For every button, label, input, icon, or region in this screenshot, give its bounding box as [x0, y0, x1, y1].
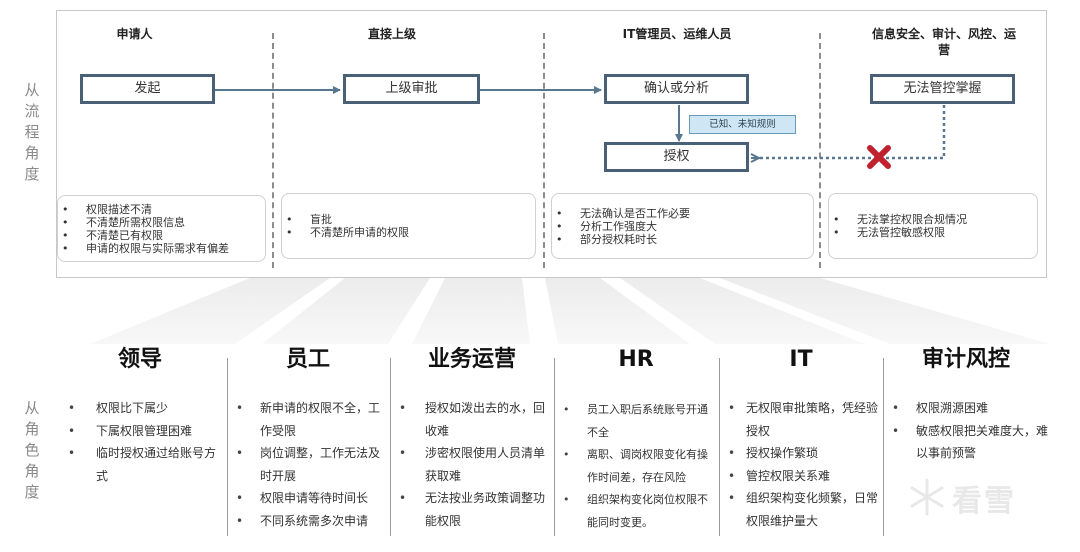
role-title: 业务运营 [427, 347, 516, 372]
role-divider [554, 358, 555, 536]
role-title: HR [618, 347, 654, 372]
role-column-hr: HR 员工入职后系统账号开通不全 离职、调岗权限变化有操作时间差，存在风险 组织… [555, 345, 717, 535]
role-column-it: IT 无权限审批策略，凭经验授权 授权操作繁琐 管控权限关系难 组织架构变化频繁… [720, 345, 882, 535]
blocked-cross-icon [867, 145, 891, 169]
role-title: 领导 [117, 347, 162, 372]
flow-connectors [215, 86, 946, 169]
dotted-connector [753, 105, 946, 160]
process-perspective-label: 从流程角度 [24, 81, 40, 183]
issue-item: 分析工作强度大 [556, 220, 690, 233]
role-item: 新申请的权限不全，工作受限 [236, 397, 388, 442]
applicant-issues-box: 权限描述不清 不清楚所需权限信息 不清楚已有权限 申请的权限与实际需求有偏差 [57, 195, 266, 262]
issue-item: 无法确认是否工作必要 [556, 207, 690, 220]
cannot-control-box: 无法管控掌握 [870, 74, 1015, 104]
role-title: IT [789, 347, 813, 372]
issue-item: 权限描述不清 [62, 203, 229, 216]
role-item: 涉密权限使用人员清单获取难 [399, 442, 553, 487]
initiate-box: 发起 [80, 74, 215, 104]
role-title: 审计风控 [921, 347, 1010, 372]
role-item: 权限申请等待时间长 [236, 487, 388, 510]
role-item: 敏感权限把关难度大，难以事前预警 [892, 420, 1048, 465]
role-item: 权限溯源困难 [892, 397, 1048, 420]
superior-issues-box: 盲批 不清楚所申请的权限 [281, 193, 536, 259]
issue-item: 不清楚所申请的权限 [286, 226, 409, 239]
issue-item: 不清楚已有权限 [62, 229, 229, 242]
superior-approval-box: 上级审批 [343, 74, 480, 104]
role-item: 临时授权通过给账号方式 [68, 442, 220, 487]
role-item: 员工入职后系统账号开通不全 [563, 399, 717, 444]
column-header-applicant: 申请人 [116, 27, 153, 41]
watermark-text: 看雪 [952, 484, 1016, 519]
issue-item: 部分授权耗时长 [556, 233, 690, 246]
role-item: 授权如泼出去的水，回收难 [399, 397, 553, 442]
role-divider [719, 358, 720, 536]
role-item: 组织架构变化频繁，日常权限维护量大 [728, 487, 882, 532]
role-item: 无权限审批策略，凭经验授权 [728, 397, 882, 442]
column-divider [543, 33, 545, 268]
role-column-employee: 员工 新申请的权限不全，工作受限 岗位调整，工作无法及时开展 权限申请等待时间长… [228, 345, 388, 535]
column-header-it-admin: IT管理员、运维人员 [622, 27, 732, 41]
role-divider [390, 358, 391, 536]
confirm-analyze-box: 确认或分析 [604, 74, 749, 104]
role-column-leader: 领导 权限比下属少 下属权限管理困难 临时授权通过给账号方式 [60, 345, 220, 535]
column-divider [272, 33, 274, 268]
issue-item: 无法掌控权限合规情况 [833, 213, 967, 226]
issue-item: 申请的权限与实际需求有偏差 [62, 242, 229, 255]
role-title: 员工 [285, 347, 330, 372]
role-divider [883, 358, 884, 536]
column-header-security-audit: 信息安全、审计、风控、运营 [871, 27, 1016, 57]
process-perspective-panel: 申请人 直接上级 IT管理员、运维人员 信息安全、审计、风控、运营 发 [56, 10, 1047, 278]
role-item: 权限比下属少 [68, 397, 220, 420]
security-issues-box: 无法掌控权限合规情况 无法管控敏感权限 [828, 193, 1038, 259]
role-column-business-ops: 业务运营 授权如泼出去的水，回收难 涉密权限使用人员清单获取难 无法按业务政策调… [391, 345, 553, 535]
role-item: 不同系统需多次申请 [236, 510, 388, 533]
role-item: 授权操作繁琐 [728, 442, 882, 465]
role-item: 岗位调整，工作无法及时开展 [236, 442, 388, 487]
issue-item: 无法管控敏感权限 [833, 226, 967, 239]
role-perspective-label: 从角色角度 [24, 399, 40, 501]
column-divider [819, 33, 821, 268]
role-item: 离职、调岗权限变化有操作时间差，存在风险 [563, 444, 717, 489]
role-item: 组织架构变化岗位权限不能同时变更。 [563, 489, 717, 534]
role-item: 管控权限关系难 [728, 465, 882, 488]
role-column-audit-risk: 审计风控 权限溯源困难 敏感权限把关难度大，难以事前预警 [884, 345, 1048, 535]
role-item: 下属权限管理困难 [68, 420, 220, 443]
role-item: 无法按业务政策调整功能权限 [399, 487, 553, 532]
issue-item: 不清楚所需权限信息 [62, 216, 229, 229]
authorize-box: 授权 [604, 142, 749, 172]
it-admin-issues-box: 无法确认是否工作必要 分析工作强度大 部分授权耗时长 [551, 193, 814, 259]
kanxue-watermark-logo: 看雪 [908, 472, 1058, 522]
column-header-direct-superior: 直接上级 [367, 27, 416, 41]
funnel-fan-graphic [90, 278, 1050, 344]
issue-item: 盲批 [286, 213, 409, 226]
role-divider [227, 358, 228, 536]
known-unknown-rules-tag: 已知、未知规则 [689, 115, 796, 134]
snowflake-icon [910, 478, 944, 516]
